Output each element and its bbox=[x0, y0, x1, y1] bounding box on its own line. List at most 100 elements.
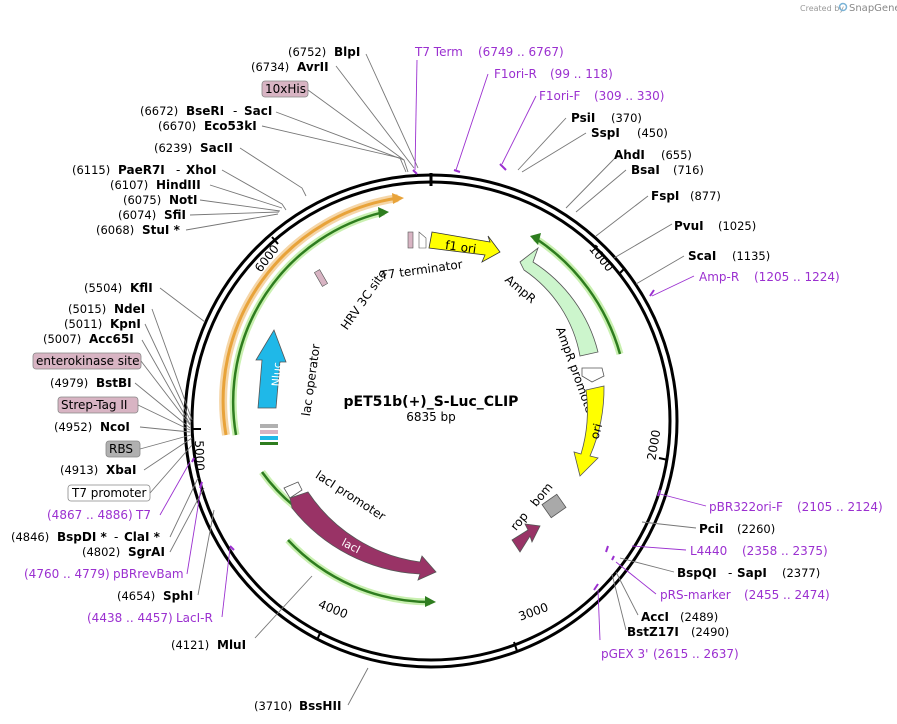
svg-text:(716): (716) bbox=[673, 163, 704, 177]
green-arc-left-head bbox=[378, 207, 389, 218]
enzyme-leader-lines bbox=[134, 53, 697, 706]
svg-text:(4802): (4802) bbox=[82, 545, 120, 559]
svg-text:pRS-marker: pRS-marker bbox=[660, 588, 731, 602]
svg-text:T7 Term: T7 Term bbox=[414, 45, 463, 59]
f1-ori-feature bbox=[428, 231, 501, 263]
svg-text:(6107): (6107) bbox=[110, 178, 148, 192]
snapgene-logo-icon bbox=[838, 2, 848, 12]
svg-text:BlpI: BlpI bbox=[334, 45, 360, 59]
rbs-marker bbox=[260, 424, 278, 428]
svg-text:(4654): (4654) bbox=[117, 589, 155, 603]
svg-text:BseRI: BseRI bbox=[186, 104, 224, 118]
svg-text:(4979): (4979) bbox=[50, 376, 88, 390]
svg-text:(5011): (5011) bbox=[64, 317, 102, 331]
svg-text:(370): (370) bbox=[611, 111, 642, 125]
ori-feature bbox=[573, 385, 605, 477]
svg-text:T7: T7 bbox=[135, 508, 151, 522]
svg-text:AhdI: AhdI bbox=[614, 148, 645, 162]
svg-text:10xHis: 10xHis bbox=[265, 82, 306, 96]
tick-5000: 5000 bbox=[192, 428, 207, 471]
boxed-feature-labels: 10xHis enterokinase site Strep-Tag II RB… bbox=[32, 80, 405, 502]
lacop-marker bbox=[260, 442, 278, 445]
hrv-3c-marker bbox=[313, 269, 329, 287]
svg-text:(1025): (1025) bbox=[718, 219, 756, 233]
primer-leader-lines bbox=[159, 59, 707, 641]
laci-feature bbox=[289, 491, 437, 581]
svg-text:L4440: L4440 bbox=[690, 544, 727, 558]
svg-text:PsiI: PsiI bbox=[571, 111, 595, 125]
green-arc-left bbox=[231, 210, 385, 436]
green-arc-bottom-head bbox=[425, 596, 436, 607]
svg-text:(6068): (6068) bbox=[96, 223, 134, 237]
enzyme-labels: (6752) BlpI (6734) AvrII (6672) BseRI - SacI… bbox=[11, 45, 820, 713]
svg-text:BspQI: BspQI bbox=[677, 566, 717, 580]
svg-text:(6115): (6115) bbox=[72, 163, 110, 177]
svg-text:XhoI: XhoI bbox=[186, 163, 217, 177]
svg-text:(4438 .. 4457): (4438 .. 4457) bbox=[87, 611, 173, 625]
svg-text:(1205 .. 1224): (1205 .. 1224) bbox=[754, 270, 840, 284]
svg-text:-: - bbox=[728, 566, 732, 580]
svg-text:(1135): (1135) bbox=[732, 249, 770, 263]
svg-text:(2377): (2377) bbox=[782, 566, 820, 580]
svg-text:1000: 1000 bbox=[586, 242, 616, 274]
svg-text:KpnI: KpnI bbox=[110, 317, 141, 331]
svg-text:pBRrevBam: pBRrevBam bbox=[113, 567, 184, 581]
svg-text:ScaI: ScaI bbox=[688, 249, 716, 263]
svg-text:(877): (877) bbox=[690, 189, 721, 203]
svg-text:Strep-Tag II: Strep-Tag II bbox=[61, 398, 127, 412]
svg-text:SacII: SacII bbox=[200, 141, 233, 155]
svg-text:(6749 .. 6767): (6749 .. 6767) bbox=[478, 45, 564, 59]
svg-text:RBS: RBS bbox=[109, 442, 133, 456]
ampr-feature bbox=[519, 246, 599, 357]
svg-text:Eco53kI: Eco53kI bbox=[204, 119, 257, 133]
svg-text:(2615 .. 2637): (2615 .. 2637) bbox=[653, 647, 739, 661]
t7-terminator-label: T7 terminator bbox=[379, 257, 464, 283]
svg-text:AccI: AccI bbox=[641, 610, 669, 624]
svg-text:PvuI: PvuI bbox=[674, 219, 704, 233]
svg-text:BspDI *: BspDI * bbox=[57, 530, 107, 544]
svg-text:(2455 .. 2474): (2455 .. 2474) bbox=[744, 588, 830, 602]
svg-text:BstBI: BstBI bbox=[96, 376, 132, 390]
svg-text:SphI: SphI bbox=[163, 589, 193, 603]
his-tag-box bbox=[261, 80, 309, 98]
green-arc-bottom bbox=[287, 539, 431, 604]
svg-text:(3710): (3710) bbox=[254, 699, 292, 713]
svg-text:AvrII: AvrII bbox=[297, 60, 329, 74]
svg-text:Amp-R: Amp-R bbox=[699, 270, 739, 284]
svg-text:(6239): (6239) bbox=[154, 141, 192, 155]
tag-marker bbox=[260, 436, 278, 440]
ori-label: ori bbox=[588, 422, 606, 441]
svg-text:(6734): (6734) bbox=[251, 60, 289, 74]
svg-text:F1ori-R: F1ori-R bbox=[494, 67, 537, 81]
svg-text:MluI: MluI bbox=[217, 638, 246, 652]
svg-text:(450): (450) bbox=[637, 126, 668, 140]
green-arc-right-head bbox=[530, 233, 541, 245]
rop-feature bbox=[511, 523, 541, 553]
svg-text:BsaI: BsaI bbox=[631, 163, 660, 177]
svg-text:BssHII: BssHII bbox=[299, 699, 341, 713]
strep-marker bbox=[260, 430, 278, 434]
nluc-label: Nluc bbox=[269, 362, 284, 387]
svg-text:(5015): (5015) bbox=[68, 302, 106, 316]
orange-orf-arc bbox=[221, 196, 399, 436]
lac-operator-label: lac operator bbox=[299, 343, 323, 417]
svg-text:(4952): (4952) bbox=[54, 420, 92, 434]
svg-text:ClaI *: ClaI * bbox=[124, 530, 161, 544]
svg-text:3000: 3000 bbox=[517, 600, 550, 624]
svg-text:(6752): (6752) bbox=[288, 45, 326, 59]
svg-text:(4760 .. 4779): (4760 .. 4779) bbox=[24, 567, 110, 581]
primer-labels: T7 Term (6749 .. 6767) F1ori-R (99 .. 118)… bbox=[24, 45, 883, 661]
svg-text:(6672): (6672) bbox=[140, 104, 178, 118]
svg-text:Acc65I: Acc65I bbox=[89, 332, 134, 346]
nluc-feature bbox=[255, 329, 287, 409]
bom-feature bbox=[541, 493, 567, 519]
plasmid-length: 6835 bp bbox=[406, 410, 456, 424]
svg-text:KflI: KflI bbox=[130, 281, 153, 295]
svg-text:(99 .. 118): (99 .. 118) bbox=[550, 67, 613, 81]
brand-name: SnapGene bbox=[849, 3, 897, 14]
t7-term-marker bbox=[407, 231, 414, 249]
svg-text:SfiI: SfiI bbox=[164, 208, 186, 222]
plasmid-title: pET51b(+)_S-Luc_CLIP bbox=[344, 394, 519, 410]
svg-text:LacI-R: LacI-R bbox=[176, 611, 213, 625]
